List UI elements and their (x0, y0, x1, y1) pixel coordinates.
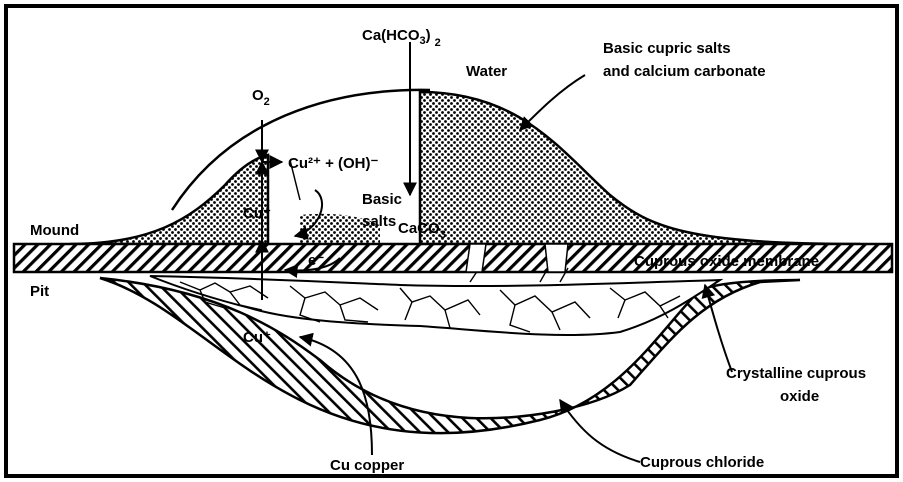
basic-salts-label-line1: Basic (362, 191, 402, 208)
mound-label: Mound (30, 222, 79, 239)
water-label: Water (466, 63, 507, 80)
crystalline-label-line2: oxide (780, 388, 819, 405)
cu-copper-label: Cu copper (330, 457, 404, 474)
crystalline-label-line1: Crystalline cuprous (726, 365, 866, 382)
basic-cupric-pointer (520, 75, 585, 130)
cuprous-chloride-label: Cuprous chloride (640, 454, 764, 471)
cuprous-oxide-membrane-label: Cuprous oxide membrane (634, 253, 819, 270)
electron-label: e⁻ (308, 252, 324, 269)
membrane-crack-2 (545, 244, 568, 272)
cupric-hydroxide-label: Cu²⁺ + (OH)⁻ (288, 155, 378, 172)
pit-label: Pit (30, 283, 49, 300)
basic-salts-mound-left (70, 155, 268, 244)
membrane-crack-1 (466, 244, 486, 272)
basic-cupric-salts-dome (420, 92, 860, 244)
cuprous-ion-upper-label: Cu⁺ (243, 205, 271, 222)
basic-cupric-label-line2: and calcium carbonate (603, 63, 766, 80)
oxygen-label: O2 (252, 87, 270, 108)
basic-cupric-label-line1: Basic cupric salts (603, 40, 731, 57)
cuprous-ion-lower-label: Cu⁺ (243, 329, 271, 346)
calcium-bicarbonate-label: Ca(HCO3)2 (362, 27, 441, 49)
basic-salts-label-line2: salts (362, 213, 396, 230)
